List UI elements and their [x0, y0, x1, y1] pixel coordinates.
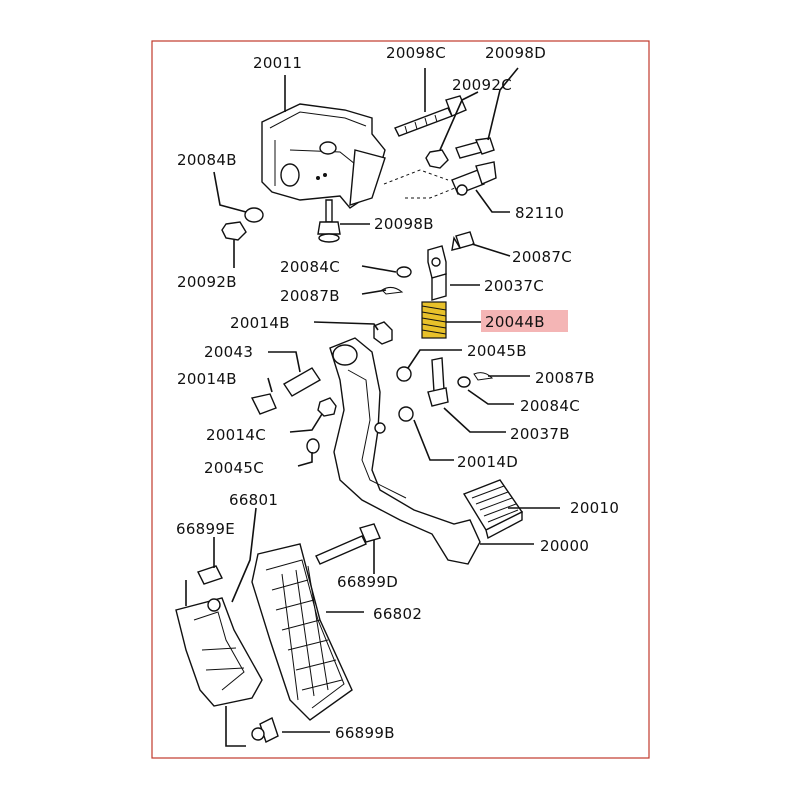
label-20044B: 20044B [485, 313, 545, 331]
label-20098C: 20098C [386, 44, 446, 62]
switch-82110 [451, 161, 497, 196]
label-20092C: 20092C [452, 76, 512, 94]
label-20014B-left: 20014B [177, 370, 237, 388]
label-66802: 66802 [373, 605, 422, 623]
pedal-pad-20010 [462, 479, 524, 540]
label-66899E: 66899E [176, 520, 235, 538]
bracket-20011 [261, 103, 386, 209]
label-66899B: 66899B [335, 724, 395, 742]
washer-20084B [244, 207, 264, 223]
label-20087B-right: 20087B [535, 369, 595, 387]
stopper-20045B [396, 366, 412, 382]
bolt-66899D [315, 523, 381, 565]
label-20014C: 20014C [206, 426, 266, 444]
bushing-20014C [317, 397, 337, 417]
stopper-20045C [306, 438, 320, 454]
stud-20098B [317, 199, 341, 243]
part-labels: 20011 20098C 20098D 20092C 20084B 82110 … [176, 44, 619, 742]
label-20037B: 20037B [510, 425, 570, 443]
washer-20084C-top [396, 266, 412, 278]
cotter-pin-20087B-top [381, 286, 404, 295]
shaft-20043 [283, 367, 321, 397]
label-20045C: 20045C [204, 459, 264, 477]
washer-20084C-right [457, 376, 471, 388]
nut-20092B [221, 221, 247, 241]
bolt-66899B [251, 717, 279, 743]
label-20043: 20043 [204, 343, 253, 361]
spring-20044B [421, 301, 447, 339]
label-20098D: 20098D [485, 44, 546, 62]
cotter-pin-20087B-right [473, 372, 494, 381]
label-20087C: 20087C [512, 248, 572, 266]
label-20092B: 20092B [177, 273, 237, 291]
bushing-20014B-top [373, 321, 393, 345]
pin-20087C [451, 231, 475, 251]
label-20084B: 20084B [177, 151, 237, 169]
label-20098B: 20098B [374, 215, 434, 233]
label-20011: 20011 [253, 54, 302, 72]
bolt-66899E [197, 565, 223, 585]
label-20084C-right: 20084C [520, 397, 580, 415]
bolt-20098D [455, 137, 495, 159]
nut-20092C [425, 149, 449, 169]
label-20000: 20000 [540, 537, 589, 555]
label-20087B-top: 20087B [280, 287, 340, 305]
label-82110: 82110 [515, 204, 564, 222]
label-20014D: 20014D [457, 453, 518, 471]
bushing-20014B-left [250, 393, 277, 415]
accelerator-bracket-66801 [175, 597, 263, 707]
label-20010: 20010 [570, 499, 619, 517]
highlight-box [481, 310, 568, 332]
label-20037C: 20037C [484, 277, 544, 295]
label-66801: 66801 [229, 491, 278, 509]
bushing-20014D [398, 406, 414, 422]
leader-lines [185, 67, 560, 747]
clevis-20037C [427, 245, 447, 301]
clevis-20037B [427, 357, 449, 407]
label-20084C-top: 20084C [280, 258, 340, 276]
accelerator-pedal-66802 [251, 543, 353, 721]
label-66899D: 66899D [337, 573, 398, 591]
brake-pedal-20000 [329, 337, 481, 565]
label-20045B: 20045B [467, 342, 527, 360]
label-20014B-top: 20014B [230, 314, 290, 332]
